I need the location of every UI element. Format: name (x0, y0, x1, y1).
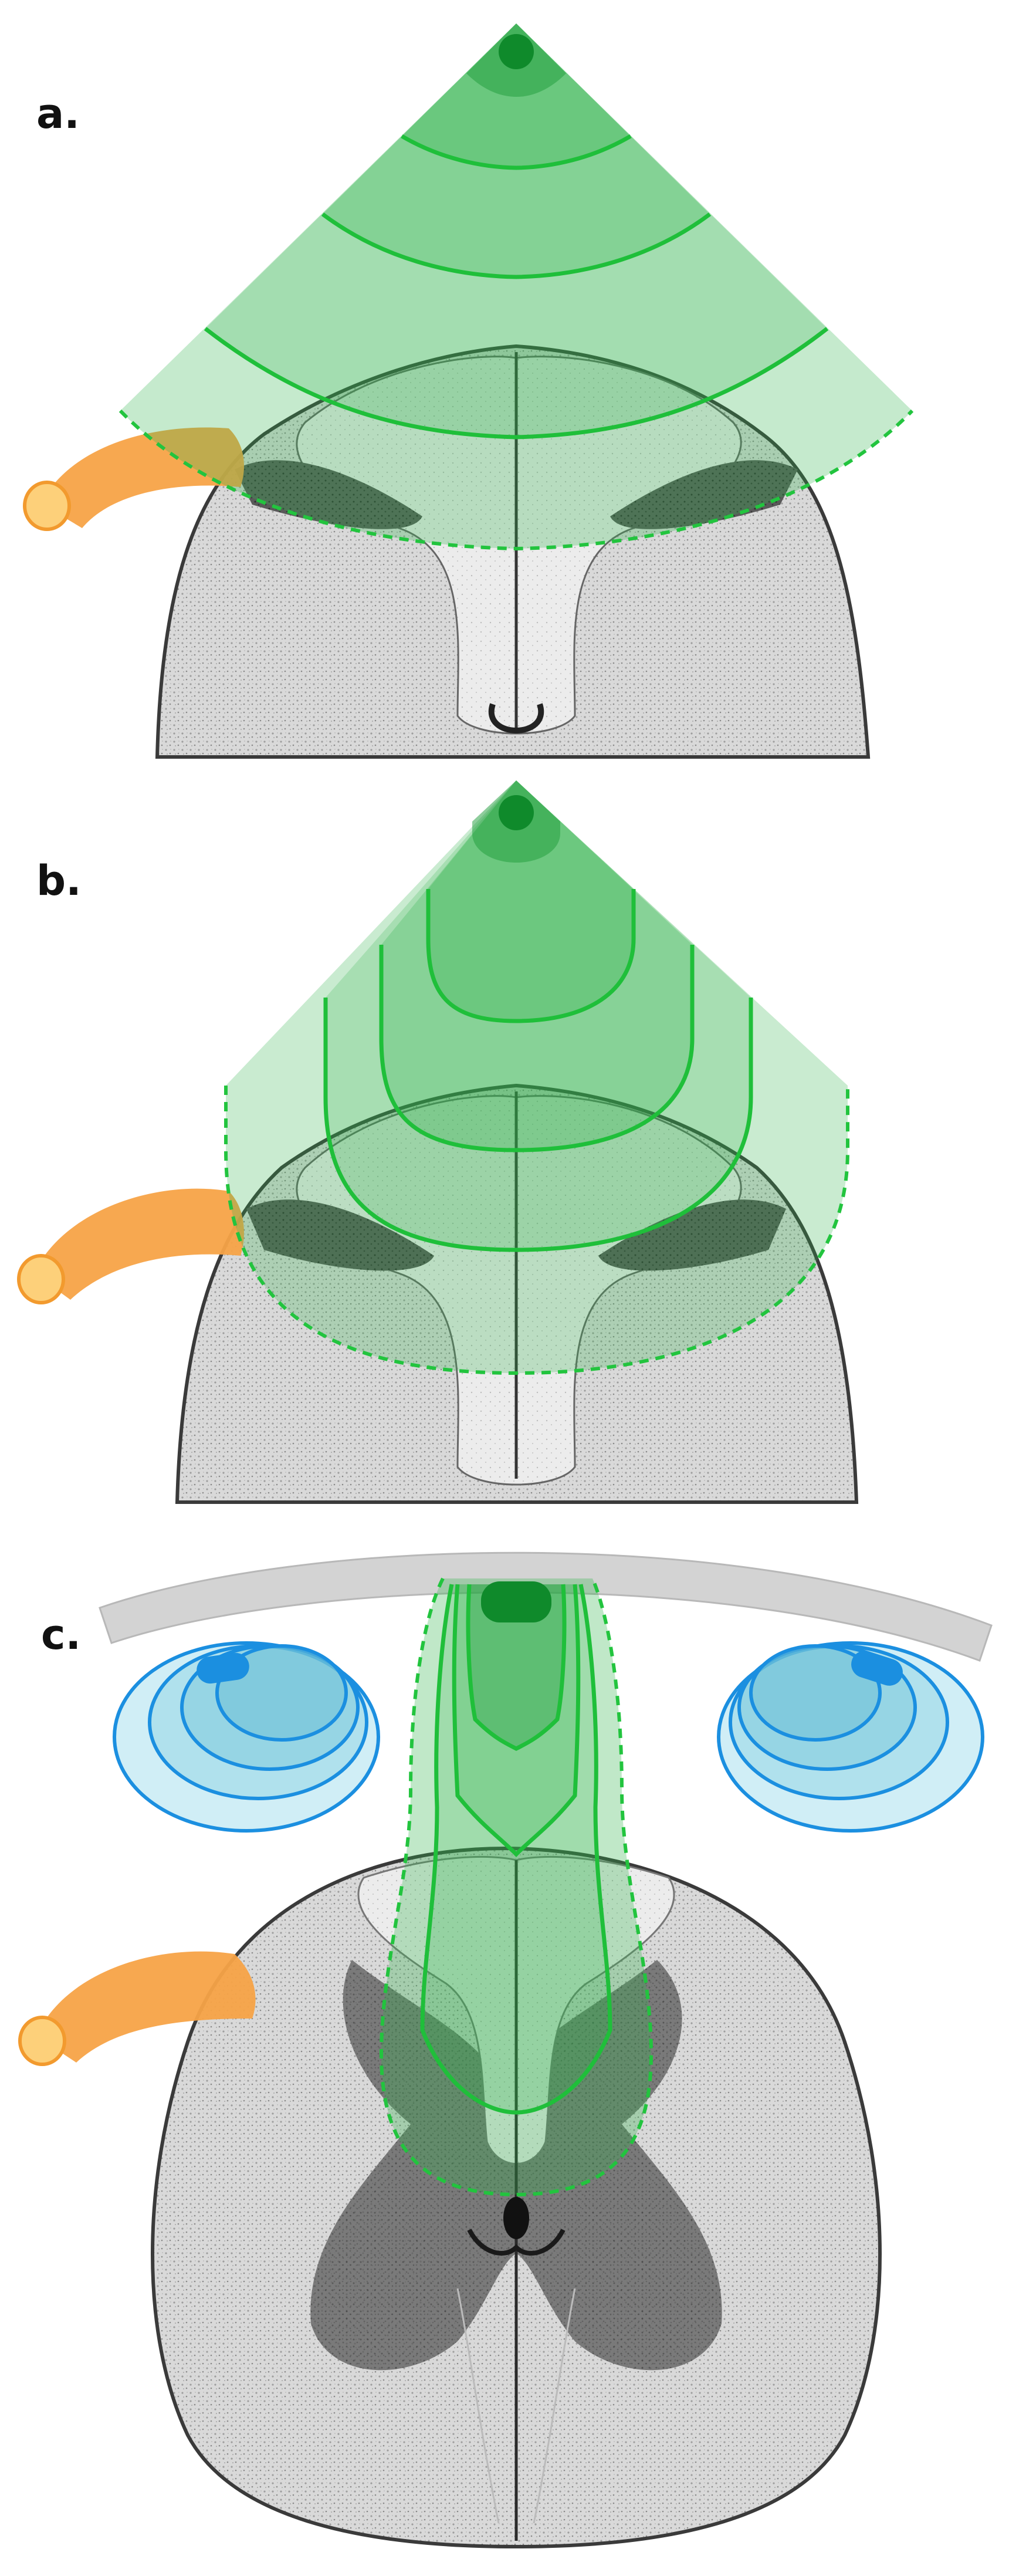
paddle-lead (99, 1551, 993, 1662)
spinal-cord-section-a (155, 344, 871, 759)
dorsal-root-a (23, 427, 244, 531)
guard-electrode-left (197, 1652, 249, 1684)
electrode-c (481, 1581, 551, 1622)
panel-b: b. (17, 780, 859, 1504)
electrode-b (499, 795, 534, 830)
guard-field-right (717, 1641, 984, 1833)
stimulation-field-a (118, 23, 914, 551)
guard-field-left (113, 1641, 380, 1833)
panel-label-c: c. (41, 1611, 81, 1659)
dorsal-root-c (18, 1951, 256, 2066)
stimulation-field-b (224, 780, 849, 1375)
dorsal-root-b (17, 1188, 244, 1304)
panel-label-a: a. (36, 90, 80, 138)
panel-c: c. (18, 1551, 993, 2549)
panel-a: a. (23, 23, 914, 759)
panel-label-b: b. (36, 857, 82, 905)
guard-electrode-right (851, 1651, 903, 1686)
spinal-cord-section-c (151, 1846, 882, 2549)
electrode-a (499, 34, 534, 69)
stimulation-field-c (379, 1577, 654, 2197)
